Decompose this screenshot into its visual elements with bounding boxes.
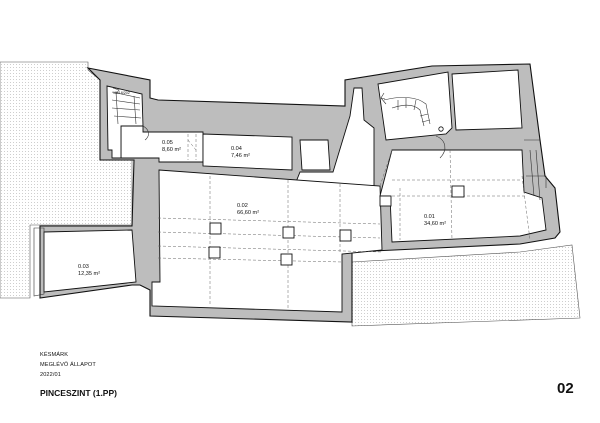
project-location: KÉSMÁRK — [40, 352, 69, 358]
door-swing-right — [435, 135, 446, 159]
pillar — [209, 222, 222, 235]
room-0.03-id: 0.03 — [78, 264, 89, 270]
room-0.05-area: 8,60 m² — [162, 147, 181, 153]
room-0.04-area: 7,46 m² — [231, 153, 250, 159]
pillar — [208, 246, 221, 259]
beam-lines-0.01 — [392, 149, 522, 241]
neighbour-plot-right — [351, 244, 581, 327]
wall-detail-right — [524, 139, 547, 201]
room-0.05-id: 0.05 — [162, 140, 173, 146]
stair-arrow-left — [112, 87, 120, 95]
room-0.02 — [151, 169, 383, 313]
stair-note: 12x18/202 — [113, 91, 130, 95]
small-room-top-right — [451, 69, 523, 131]
pillar — [339, 229, 352, 242]
room-0.02-id: 0.02 — [237, 203, 248, 209]
project-status: MEGLÉVŐ ÁLLAPOT — [40, 362, 96, 368]
room-0.01-area: 34,60 m² — [424, 221, 446, 227]
door-0.04 — [187, 134, 197, 160]
pillar — [280, 253, 293, 266]
project-date: 2022/01 — [40, 372, 61, 378]
beam-lines — [157, 149, 531, 310]
corridor — [106, 85, 144, 159]
stair-left — [111, 91, 142, 125]
pillar — [379, 195, 392, 207]
stair-arrow-right — [380, 92, 387, 105]
stair-newel — [438, 126, 444, 132]
core-space — [299, 139, 331, 171]
room-0.02-area: 66,60 m² — [237, 210, 259, 216]
pillar — [282, 226, 295, 239]
room-0.03-area: 12,35 m² — [78, 271, 100, 277]
room-0.04-id: 0.04 — [231, 146, 242, 152]
room-0.01-id: 0.01 — [424, 214, 435, 220]
sheet-number: 02 — [557, 380, 574, 397]
door-swing-0.05 — [142, 125, 149, 141]
room-0.03 — [43, 229, 137, 293]
room-0.04 — [202, 133, 293, 171]
floor-name: PINCESZINT (1.PP) — [40, 388, 117, 398]
pillar — [451, 185, 465, 198]
window-strip — [33, 227, 45, 297]
stair-right — [383, 97, 431, 127]
